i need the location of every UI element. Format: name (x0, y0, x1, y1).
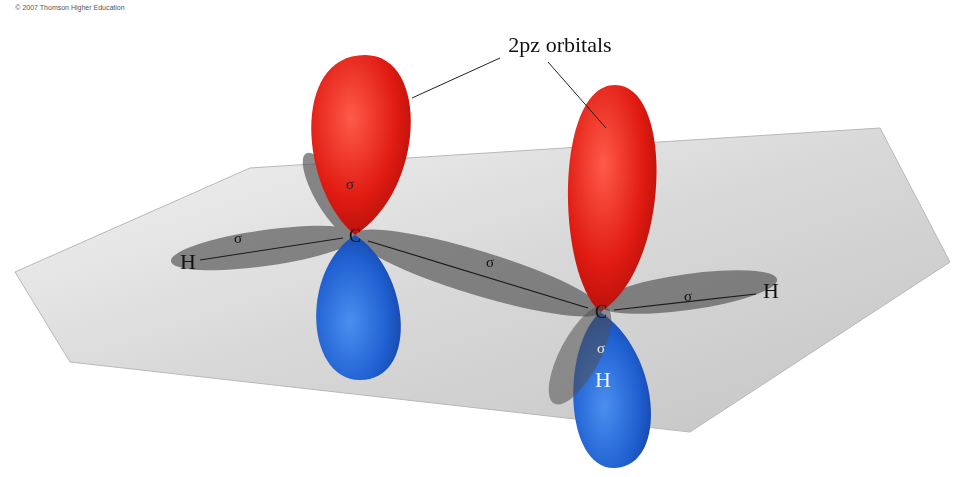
sigma-lobes (168, 146, 779, 332)
leader-lines (412, 58, 606, 128)
sigma-label: σ (486, 255, 494, 270)
sigma-label: σ (597, 341, 605, 356)
atom-label: H (180, 251, 196, 273)
sigma-label: σ (346, 177, 354, 192)
atom-label: H (595, 369, 611, 391)
p-orbital-lobes (311, 55, 656, 468)
front-sigma-lobe (537, 297, 624, 413)
sigma-label: σ (684, 289, 692, 304)
plane (15, 128, 950, 432)
orbital-label: 2pz orbitals (508, 34, 611, 56)
sigma-label: σ (234, 231, 242, 246)
atom-label: H (763, 280, 779, 302)
bond-lines (200, 238, 756, 310)
copyright-note: © 2007 Thomson Higher Education (15, 4, 124, 11)
atom-label: C (595, 303, 607, 321)
atom-label: C (349, 227, 361, 245)
